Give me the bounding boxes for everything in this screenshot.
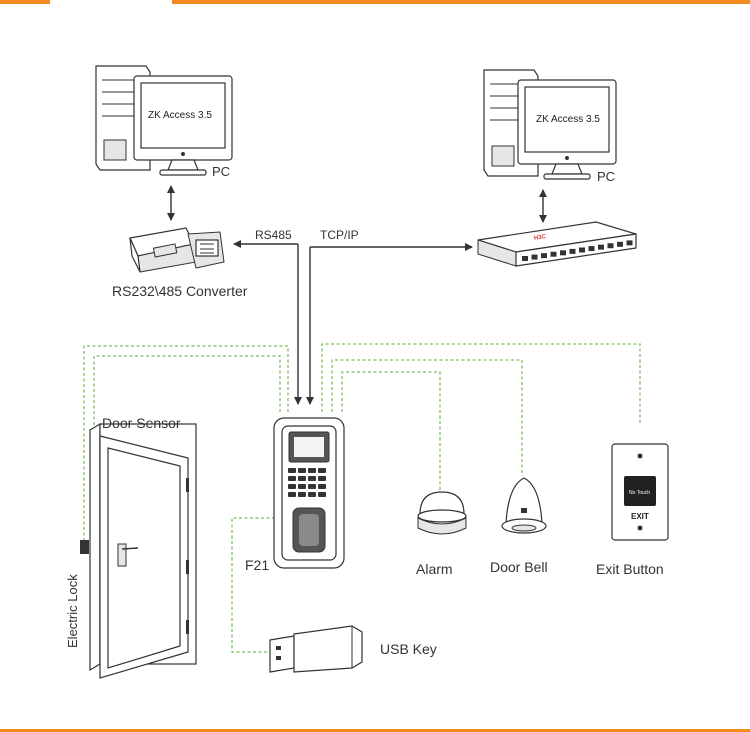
tcpip-connection-line (306, 243, 473, 405)
switch-port (522, 256, 528, 261)
pc-left-label: PC (212, 164, 230, 179)
pc-right-label: PC (597, 169, 615, 184)
switch-port (560, 250, 566, 256)
exit-button-icon: No Touch EXIT (611, 443, 669, 541)
rs485-link-label: RS485 (255, 228, 292, 242)
pc-right: ZK Access 3.5 PC (483, 69, 617, 184)
rs485-connection-line (233, 240, 302, 405)
alarm-icon (417, 491, 467, 535)
exit-button-label: Exit Button (596, 561, 664, 577)
door-bell-icon (501, 477, 547, 534)
top-accent-bar (0, 0, 750, 4)
dashed-wiring (83, 343, 641, 653)
f21-keypad (288, 468, 326, 497)
pc-left-screen-text: ZK Access 3.5 (148, 110, 212, 121)
door-bell-label: Door Bell (490, 559, 548, 575)
f21-label: F21 (245, 557, 269, 573)
bottom-accent-bar (0, 729, 750, 732)
pc-right-screen-text: ZK Access 3.5 (536, 114, 600, 125)
switch-port (626, 240, 633, 246)
switch-port (607, 243, 614, 249)
pc-left: ZK Access 3.5 PC (95, 65, 233, 179)
usb-key-icon (269, 625, 363, 673)
converter-label: RS232\485 Converter (112, 283, 248, 299)
switch-ports (522, 240, 633, 261)
switch-brand-text: H3C (534, 234, 547, 242)
rs232-485-converter-icon (129, 227, 225, 273)
switch-port (617, 241, 623, 247)
switch-port (541, 253, 547, 259)
switch-port (550, 251, 557, 257)
exit-button-caption: EXIT (631, 512, 649, 521)
monitor-icon (517, 79, 617, 180)
switch-port (588, 246, 595, 252)
door-icon (89, 422, 197, 679)
door-sensor-label: Door Sensor (102, 415, 181, 431)
f21-device-icon (273, 417, 345, 569)
network-switch-icon: H3C (477, 221, 637, 267)
alarm-label: Alarm (416, 561, 453, 577)
electric-lock-label: Electric Lock (65, 574, 80, 648)
exit-button-face-text: No Touch (629, 490, 650, 496)
tcpip-link-label: TCP/IP (320, 228, 359, 242)
switch-port (531, 254, 538, 260)
switch-port (598, 244, 604, 250)
switch-port (569, 248, 576, 254)
monitor-icon (133, 75, 233, 176)
usb-key-label: USB Key (380, 641, 437, 657)
switch-port (579, 247, 585, 253)
electric-lock-icon (80, 540, 89, 554)
